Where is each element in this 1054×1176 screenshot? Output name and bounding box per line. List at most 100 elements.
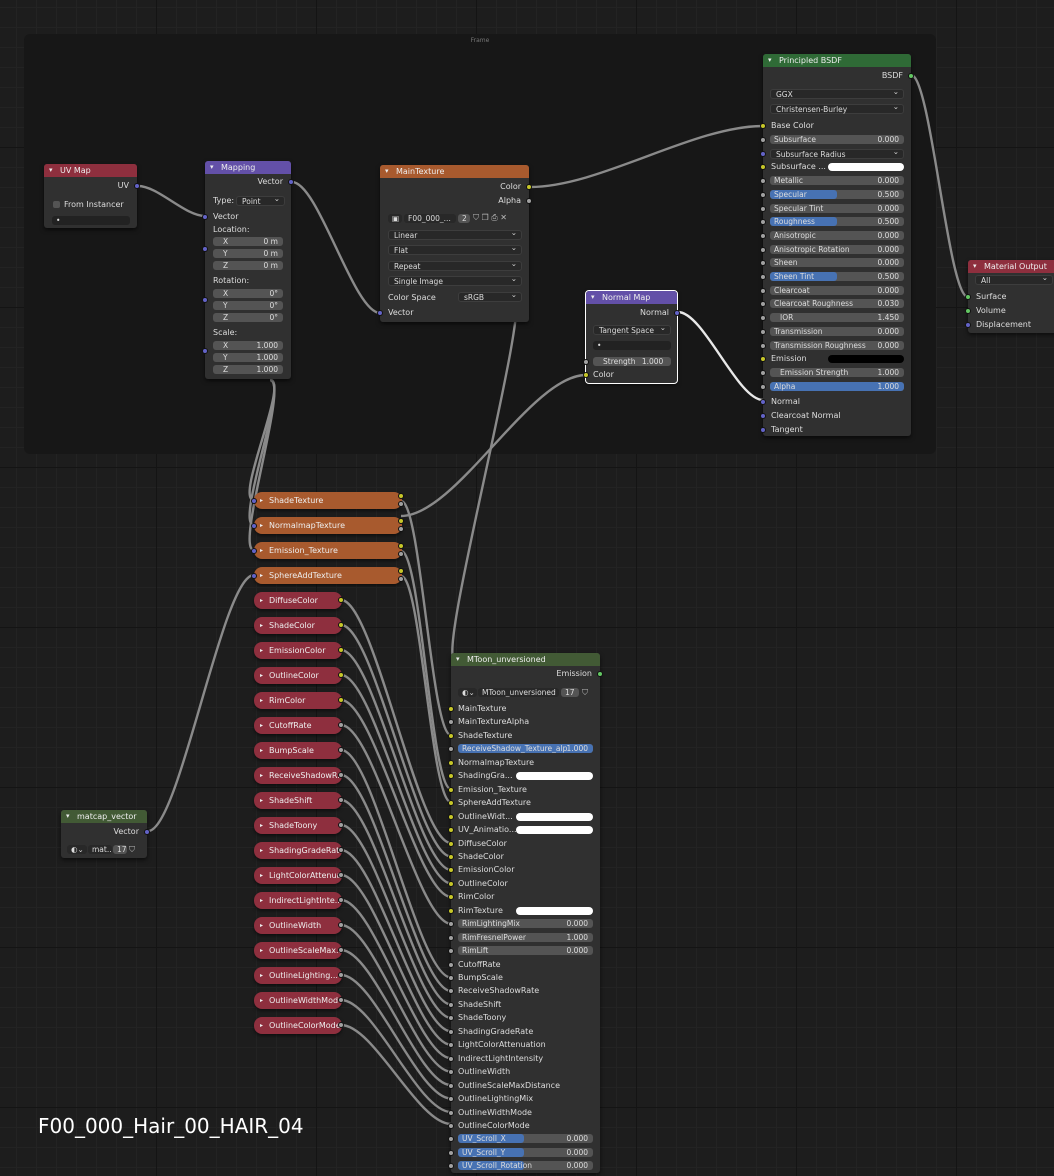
input-socket-cc_normal[interactable] (760, 413, 766, 420)
input-socket-29[interactable] (448, 1096, 454, 1103)
reroute-value-2[interactable]: EmissionColor (254, 642, 342, 659)
reroute-output-socket[interactable] (338, 972, 344, 978)
input-socket-8[interactable] (448, 813, 454, 820)
color-space-dropdown[interactable]: sRGB (458, 290, 522, 302)
reroute-value-8[interactable]: ShadeShift (254, 792, 342, 809)
reroute-alpha-socket[interactable] (398, 501, 404, 507)
extension-dropdown[interactable]: Repeat (388, 259, 522, 271)
strength-field[interactable]: Strength 1.000 (593, 357, 671, 366)
input-socket-28[interactable] (448, 1082, 454, 1089)
reroute-normalmaptexture[interactable]: NormalmapTexture (254, 517, 402, 534)
input-socket-21[interactable] (448, 988, 454, 995)
link-value-mtoon-6[interactable] (340, 748, 452, 979)
group-browse-icon[interactable]: ◐⌄ (67, 845, 87, 854)
reroute-value-4[interactable]: RimColor (254, 692, 342, 709)
reroute-value-5[interactable]: CutoffRate (254, 717, 342, 734)
reroute-output-socket[interactable] (338, 722, 344, 728)
node-header[interactable]: Mapping (205, 161, 291, 174)
input-socket-16[interactable] (448, 921, 454, 928)
input-socket-location[interactable] (202, 246, 208, 252)
reroute-value-14[interactable]: OutlineScaleMax... (254, 942, 342, 959)
group-name-field[interactable]: mat... (88, 845, 112, 854)
uv-map-field[interactable]: • (593, 341, 671, 350)
reroute-output-socket[interactable] (338, 922, 344, 928)
reroute-output-socket[interactable] (338, 1022, 344, 1028)
input-socket-sheen_tint[interactable] (760, 274, 766, 280)
ss_color-color-swatch[interactable] (828, 163, 904, 172)
reroute-value-11[interactable]: LightColorAttenua... (254, 867, 342, 884)
space-dropdown[interactable]: Tangent Space (593, 323, 671, 335)
input-socket-volume[interactable] (965, 308, 971, 314)
input-socket-15[interactable] (448, 907, 454, 914)
link-value-mtoon-8[interactable] (340, 798, 452, 1006)
reroute-alpha-socket[interactable] (398, 551, 404, 557)
node-matcap-vector[interactable]: matcap_vector Vector ◐⌄ mat... 17 ⛉ (61, 810, 150, 858)
input-socket-emission[interactable] (760, 356, 766, 363)
link-value-mtoon-14[interactable] (340, 948, 452, 1087)
input-socket-13[interactable] (448, 880, 454, 887)
link-value-mtoon-9[interactable] (340, 823, 452, 1020)
reroute-alpha-socket[interactable] (398, 576, 404, 582)
output-socket-alpha[interactable] (526, 198, 532, 204)
input-socket-ss_radius[interactable] (760, 150, 766, 157)
reroute-value-17[interactable]: OutlineColorMode (254, 1017, 342, 1034)
input-socket-34[interactable] (448, 1163, 454, 1170)
input-socket-20[interactable] (448, 975, 454, 981)
group-name-field[interactable]: MToon_unversioned (478, 688, 559, 697)
node-header[interactable]: Material Output (968, 260, 1054, 273)
node-main-texture[interactable]: MainTexture Color Alpha ▣ F00_000_... 2 … (377, 165, 532, 322)
reroute-value-7[interactable]: ReceiveShadowR... (254, 767, 342, 784)
reroute-input-socket[interactable] (251, 573, 257, 579)
input-socket-ior[interactable] (760, 315, 766, 322)
link-value-mtoon-1[interactable] (340, 623, 452, 858)
reroute-output-socket[interactable] (338, 797, 344, 803)
output-socket-color[interactable] (526, 184, 532, 190)
reroute-value-3[interactable]: OutlineColor (254, 667, 342, 684)
input-socket-tangent[interactable] (760, 427, 766, 434)
reroute-value-12[interactable]: IndirectLightInte... (254, 892, 342, 909)
link-value-mtoon-0[interactable] (340, 598, 452, 845)
input-socket-aniso[interactable] (760, 232, 766, 239)
input-socket-30[interactable] (448, 1109, 454, 1116)
reroute-color-socket[interactable] (398, 493, 404, 499)
node-header[interactable]: Normal Map (586, 291, 677, 304)
output-socket-vector[interactable] (144, 829, 150, 835)
output-socket-uv[interactable] (134, 183, 140, 189)
output-socket-bsdf[interactable] (908, 73, 914, 79)
output-socket-emission[interactable] (597, 671, 603, 677)
link-matcap-sphereadd[interactable] (147, 573, 255, 833)
input-socket-3[interactable] (448, 746, 454, 753)
reroute-output-socket[interactable] (338, 647, 344, 653)
node-header[interactable]: Principled BSDF (763, 54, 911, 67)
input-socket-trans_rough[interactable] (760, 342, 766, 349)
reroute-value-15[interactable]: OutlineLighting... (254, 967, 342, 984)
reroute-color-socket[interactable] (398, 518, 404, 524)
reroute-output-socket[interactable] (338, 772, 344, 778)
reroute-value-9[interactable]: ShadeToony (254, 817, 342, 834)
input-socket-vector[interactable] (377, 310, 383, 316)
input-socket-23[interactable] (448, 1015, 454, 1022)
node-material-output[interactable]: Material Output All Surface Volume Displ… (965, 260, 1054, 333)
reroute-color-socket[interactable] (398, 543, 404, 549)
input-socket-rotation[interactable] (202, 297, 208, 303)
input-socket-ss_color[interactable] (760, 164, 766, 171)
input-socket-clearcoat[interactable] (760, 287, 766, 294)
link-value-mtoon-5[interactable] (340, 723, 452, 925)
node-header[interactable]: UV Map (44, 164, 137, 177)
